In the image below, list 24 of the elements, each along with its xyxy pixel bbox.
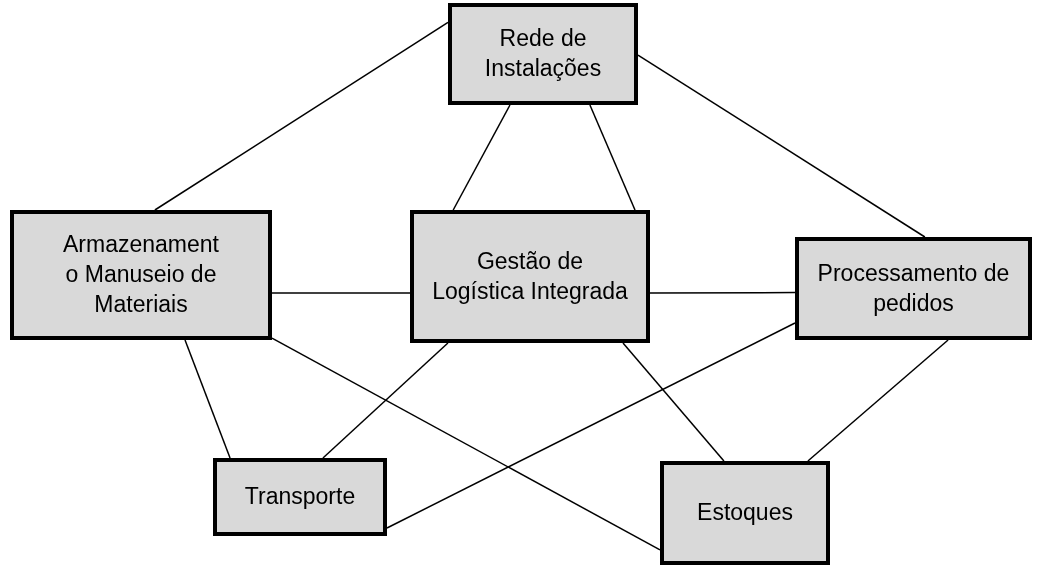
connector-line xyxy=(807,339,949,462)
process-box xyxy=(795,237,1032,340)
box-label: Armazenament o Manuseio de Materiais xyxy=(62,230,220,319)
connector-line xyxy=(271,337,661,551)
process-box xyxy=(660,461,830,565)
box-label: Estoques xyxy=(696,498,794,528)
connector-line xyxy=(184,339,231,459)
connector-line xyxy=(386,322,796,529)
connector-line xyxy=(637,54,926,238)
connector-line xyxy=(589,104,636,211)
connector-line xyxy=(154,21,449,211)
connector-line xyxy=(649,291,796,294)
box-label: Processamento de pedidos xyxy=(816,258,1011,318)
connector-line xyxy=(271,292,411,294)
connector-line xyxy=(622,342,725,462)
box-label: Rede de Instalações xyxy=(483,24,603,83)
process-box xyxy=(448,3,638,105)
box-label: Gestão de Logística Integrada xyxy=(431,246,629,306)
box-label: Transporte xyxy=(243,482,357,512)
connector-line xyxy=(322,342,449,459)
connector-line xyxy=(452,104,511,211)
process-box xyxy=(213,458,387,536)
process-box xyxy=(10,210,272,340)
process-box xyxy=(410,210,650,343)
